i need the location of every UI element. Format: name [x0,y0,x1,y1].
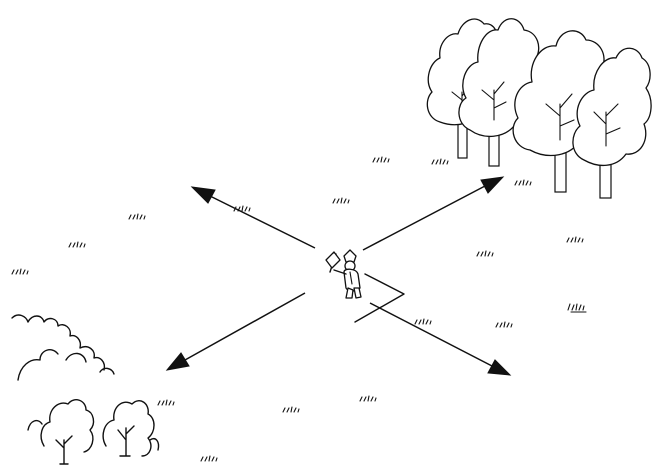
deciduous-tree-icon [572,47,652,199]
grass-tuft-icon [476,250,494,257]
grass-tuft-icon [359,395,377,402]
bush-icon [11,314,160,465]
grass-tuft-icon [332,197,350,204]
grass-tuft-icon [11,268,29,275]
grass-field [11,156,587,462]
grass-tuft-icon [495,321,513,328]
tree-grove [426,18,652,199]
grass-tuft-icon [414,318,432,325]
grass-tuft-icon [431,158,449,165]
arrow-se-icon[interactable] [369,302,512,376]
woodcutter-with-axe-icon[interactable] [325,249,362,299]
grass-tuft-icon [566,236,584,243]
grass-tuft-icon [372,156,390,163]
path-selection-cursor-icon[interactable] [354,273,405,323]
grass-tuft-icon [200,455,218,462]
arrow-sw-icon[interactable] [165,292,306,371]
grass-tuft-icon [68,241,86,248]
grass-tuft-icon [567,303,587,313]
grass-tuft-icon [128,213,146,220]
grass-tuft-icon [157,399,175,406]
arrow-nw-icon[interactable] [190,186,316,249]
arrow-ne-icon[interactable] [362,176,505,251]
grass-tuft-icon [514,179,532,186]
grass-tuft-icon [282,406,300,413]
